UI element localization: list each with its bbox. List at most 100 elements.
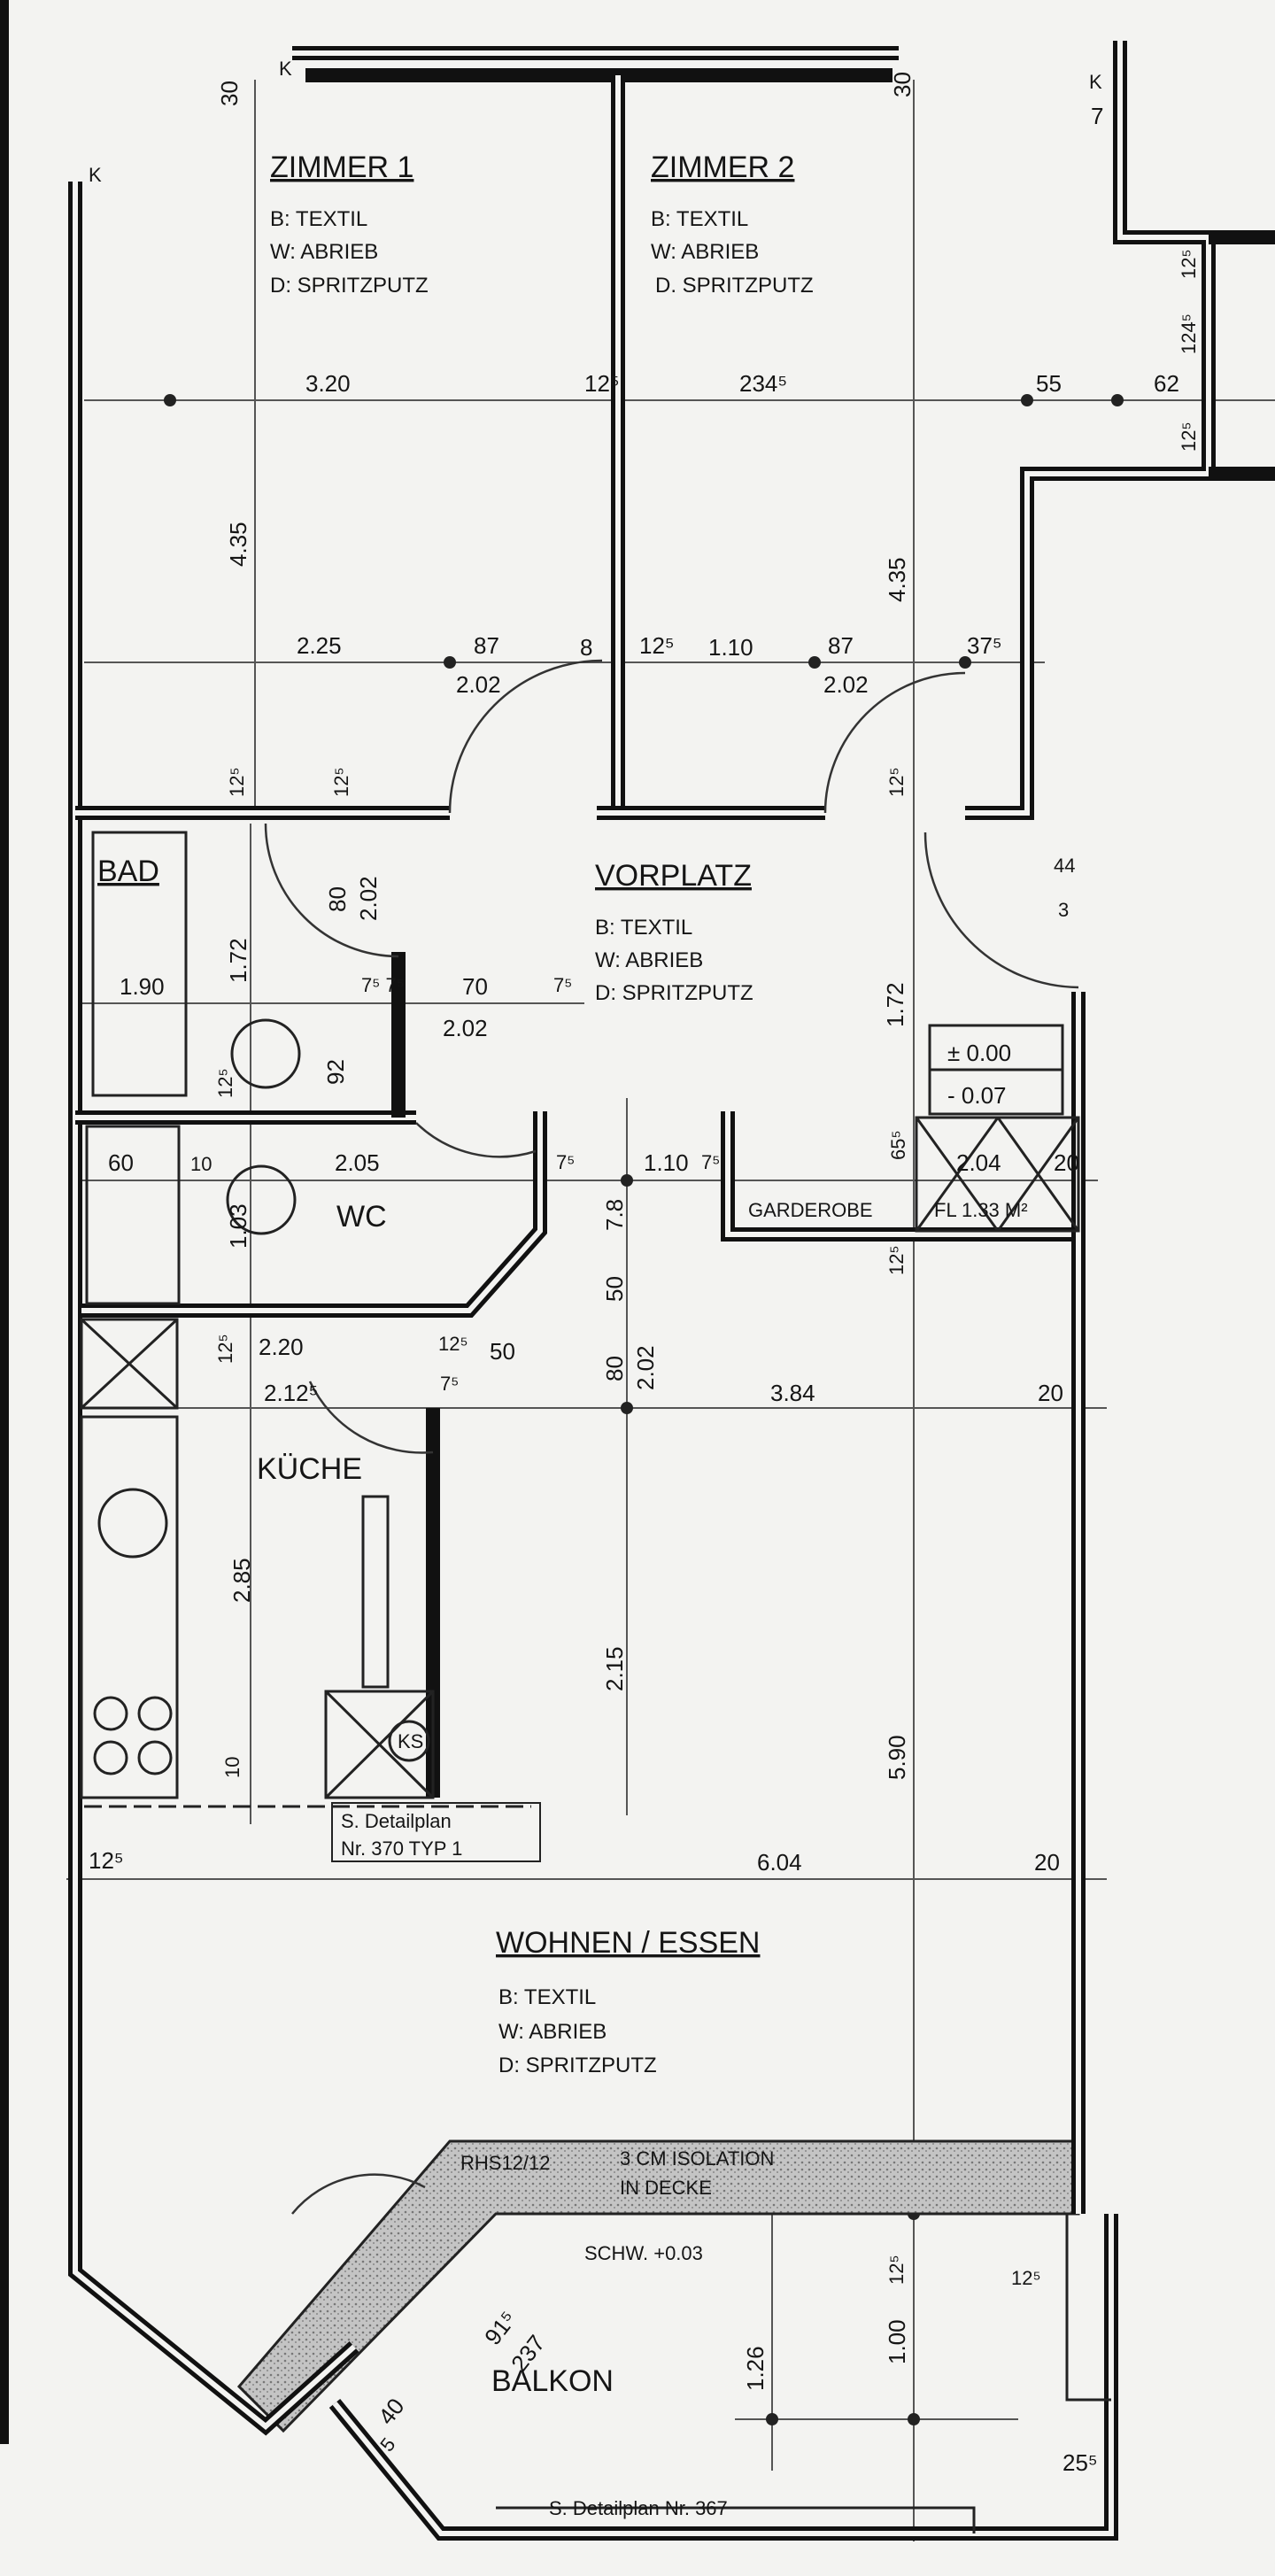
dim-label: 1.10 <box>644 1149 689 1176</box>
room-zimmer-1: ZIMMER 1 B: TEXTIL W: ABRIEB D: SPRITZPU… <box>270 151 429 298</box>
room-zimmer-2: ZIMMER 2 B: TEXTIL W: ABRIEB D. SPRITZPU… <box>651 151 814 298</box>
dim-label: 4.35 <box>225 522 251 567</box>
dim-label: 234⁵ <box>739 370 787 397</box>
dim-label: 87 <box>474 632 499 659</box>
dim-label: 91⁵ <box>479 2306 522 2350</box>
dim-label: 30 <box>216 81 243 106</box>
fixtures <box>80 831 1080 2533</box>
dim-label: 10 <box>221 1757 243 1778</box>
dim-label: 65⁵ <box>887 1130 909 1160</box>
k-mark: K <box>279 58 292 80</box>
dim-label: 2.02 <box>823 671 869 698</box>
annotations: GARDEROBE FL 1.33 M² ± 0.00 - 0.07 KS S.… <box>89 58 1102 2519</box>
dim-label: 2.05 <box>335 1149 380 1176</box>
dim-label: 2.02 <box>632 1345 659 1390</box>
ceiling-spec: D: SPRITZPUTZ <box>498 2054 657 2077</box>
dim-label: 3 <box>1058 899 1069 921</box>
dim-label: 124⁵ <box>1178 313 1200 354</box>
dim-label: 12⁵ <box>438 1333 468 1355</box>
dim-label: 40 <box>373 2393 409 2429</box>
dim-label: 12⁵ <box>885 1245 908 1275</box>
room-name: ZIMMER 2 <box>651 151 794 184</box>
dim-label: 1.03 <box>225 1203 251 1249</box>
threshold-note: SCHW. +0.03 <box>584 2242 703 2264</box>
dim-label: 1.26 <box>742 2346 769 2391</box>
room-name: VORPLATZ <box>595 859 752 893</box>
wall-spec: W: ABRIEB <box>498 2020 607 2044</box>
dimension-labels: 30 30 7 3.20 12⁵ 234⁵ 55 62 12⁵ 124⁵ 12⁵… <box>89 72 1200 2476</box>
room-wc: WC <box>336 1200 387 1234</box>
detail-note: Nr. 370 TYP 1 <box>341 1837 462 1860</box>
dim-label: 55 <box>1036 370 1062 397</box>
dim-label: 12⁵ <box>885 2255 908 2285</box>
dim-label: 2.12⁵ <box>264 1380 318 1406</box>
garderobe-label: GARDEROBE <box>748 1199 873 1221</box>
garderobe-area: FL 1.33 M² <box>934 1199 1028 1221</box>
dim-label: 37⁵ <box>967 632 1002 659</box>
dim-label: 12⁵ <box>214 1068 236 1098</box>
dim-label: 20 <box>1054 1149 1079 1176</box>
dim-label: 2.02 <box>355 876 382 921</box>
dim-label: 2.02 <box>443 1015 488 1041</box>
dim-label: 12⁵ <box>214 1334 236 1364</box>
dim-label: 7⁵ <box>701 1151 720 1173</box>
walls <box>68 41 1275 2541</box>
k-mark: K <box>89 164 102 186</box>
dim-label: 50 <box>601 1276 628 1302</box>
dim-label: 12⁵ <box>584 370 620 397</box>
room-wohnen-essen: WOHNEN / ESSEN B: TEXTIL W: ABRIEB D: SP… <box>496 1926 760 2077</box>
floor-spec: B: TEXTIL <box>498 1985 596 2009</box>
dim-label: 2.25 <box>297 632 342 659</box>
dimension-lines <box>66 80 1275 2541</box>
beam-label: RHS12/12 <box>460 2152 551 2174</box>
level-mark: - 0.07 <box>947 1082 1007 1109</box>
dim-label: 12⁵ <box>226 767 248 797</box>
floor-spec: B: TEXTIL <box>270 207 367 231</box>
dim-label: 12⁵ <box>1178 249 1200 279</box>
room-bad: BAD <box>97 855 159 888</box>
dim-label: 25⁵ <box>1062 2449 1098 2476</box>
dim-label: 7⁵ 7⁵ <box>361 974 405 996</box>
room-balkon: BALKON <box>491 2364 614 2398</box>
wall-spec: W: ABRIEB <box>270 240 378 264</box>
dim-label: 12⁵ <box>89 1847 124 1874</box>
dim-label: 80 <box>601 1356 628 1381</box>
dim-label: 8 <box>580 634 592 661</box>
wall-spec: W: ABRIEB <box>651 240 759 264</box>
dim-label: 1.72 <box>225 938 251 983</box>
door-swings <box>264 659 1079 2215</box>
dim-label: 62 <box>1154 370 1179 397</box>
dim-label: 3.84 <box>770 1380 815 1406</box>
dim-label: 1.10 <box>708 634 753 661</box>
dim-label: 2.15 <box>601 1646 628 1691</box>
detail-note: S. Detailplan Nr. 367 <box>549 2497 728 2519</box>
dim-label: 2.20 <box>259 1334 304 1360</box>
dim-label: 20 <box>1034 1849 1060 1876</box>
insulation-note: 3 CM ISOLATION <box>620 2147 774 2170</box>
room-name: ZIMMER 1 <box>270 151 413 184</box>
dim-label: 2.85 <box>228 1558 255 1603</box>
detail-note: S. Detailplan <box>341 1810 452 1832</box>
dim-label: 12⁵ <box>330 767 352 797</box>
dim-label: 70 <box>462 973 488 1000</box>
dim-label: 12⁵ <box>885 767 908 797</box>
room-name: WOHNEN / ESSEN <box>496 1926 760 1960</box>
dim-label: 7⁵ <box>553 974 572 996</box>
dim-label: 20 <box>1038 1380 1063 1406</box>
dim-label: 2.04 <box>956 1149 1001 1176</box>
dim-label: 87 <box>828 632 854 659</box>
dim-label: 3.20 <box>305 370 351 397</box>
dim-label: 30 <box>889 72 916 97</box>
dim-label: 5.90 <box>884 1735 910 1780</box>
room-kueche: KÜCHE <box>257 1452 362 1486</box>
dim-label: 4.35 <box>884 557 910 602</box>
ceiling-spec: D: SPRITZPUTZ <box>595 981 753 1005</box>
scan-edge <box>0 0 9 2444</box>
insulation-note: IN DECKE <box>620 2177 712 2199</box>
floor-spec: B: TEXTIL <box>595 916 692 940</box>
dim-label: 2.02 <box>456 671 501 698</box>
ks-label: KS <box>398 1730 423 1752</box>
k-mark: K <box>1089 71 1102 93</box>
dim-label: 92 <box>322 1059 349 1085</box>
dim-label: 60 <box>108 1149 134 1176</box>
